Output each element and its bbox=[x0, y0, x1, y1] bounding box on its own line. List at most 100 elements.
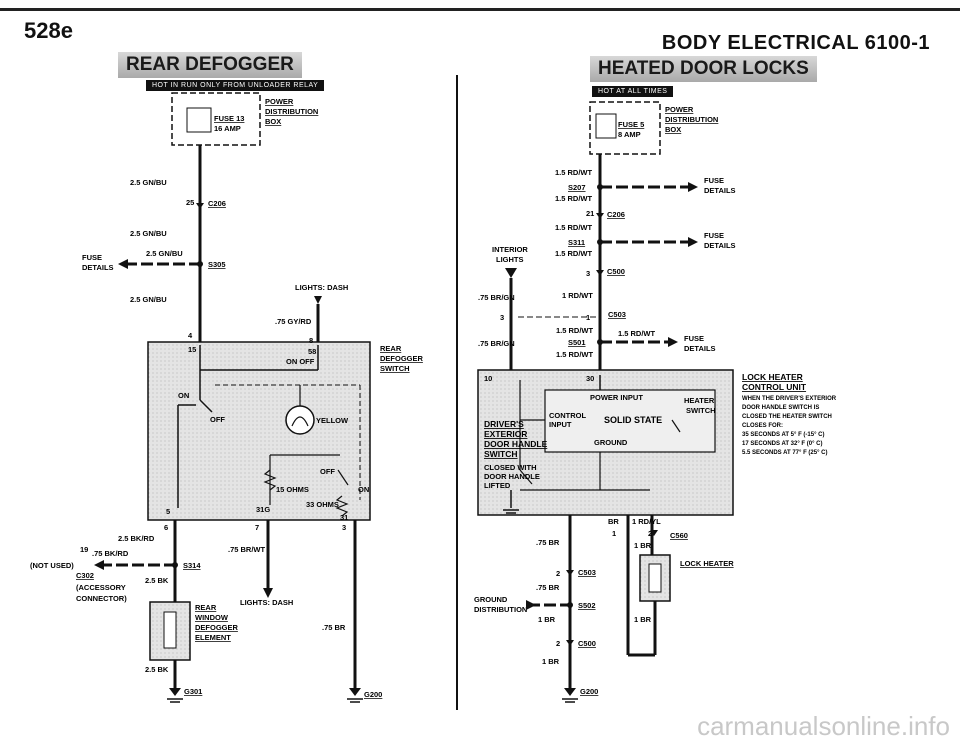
rd-resistor-15 bbox=[263, 469, 277, 491]
rd-c302: C302 bbox=[76, 571, 94, 580]
hdl-ground-dist-arrow bbox=[526, 600, 536, 610]
rd-off2: OFF bbox=[320, 467, 335, 476]
hdl-s502-splice bbox=[567, 602, 573, 608]
hdl-s207: S207 bbox=[568, 183, 586, 192]
hdl-c206: C206 bbox=[607, 210, 625, 219]
rd-pin-19: 19 bbox=[80, 545, 88, 554]
hdl-fuse-name: FUSE 5 bbox=[618, 120, 644, 129]
rd-w-bkrd: 2.5 BK/RD bbox=[118, 534, 155, 543]
hdl-interior-1: INTERIOR bbox=[492, 245, 528, 254]
hdl-s311: S311 bbox=[568, 238, 585, 247]
hdl-fuse-details-5: FUSE bbox=[684, 334, 704, 343]
rd-elem-1: REAR bbox=[195, 603, 217, 612]
rd-lights-dash2: LIGHTS: DASH bbox=[240, 598, 293, 607]
rd-s314-splice bbox=[172, 562, 178, 568]
hdl-w3: 1.5 RD/WT bbox=[555, 223, 593, 232]
rd-w-bk2: 2.5 BK bbox=[145, 665, 169, 674]
hdl-c500: C500 bbox=[607, 267, 625, 276]
hdl-c560: C560 bbox=[670, 531, 688, 540]
hdl-driver-6: DOOR HANDLE bbox=[484, 472, 540, 481]
hdl-c503b-arrow bbox=[566, 570, 574, 576]
rd-pin-31: 31 bbox=[340, 513, 348, 522]
hdl-lhcu-note-2: DOOR HANDLE SWITCH IS bbox=[742, 405, 819, 411]
rd-w3: 2.5 GN/BU bbox=[146, 249, 183, 258]
hdl-fuse-details-6: DETAILS bbox=[684, 344, 716, 353]
hdl-heater-switch-blade bbox=[671, 419, 681, 433]
hdl-solid-state-box bbox=[544, 389, 716, 453]
rd-s305: S305 bbox=[208, 260, 226, 269]
hdl-lhcu-note-5: 35 SECONDS AT 5° F (-15° C) bbox=[742, 432, 824, 438]
hdl-pdb-line1: POWER bbox=[665, 105, 694, 114]
hdl-fuse-amp: 8 AMP bbox=[618, 130, 641, 139]
hdl-g200-arrow bbox=[564, 688, 576, 696]
rd-pin-6: 6 bbox=[164, 523, 168, 532]
hdl-w8: 1.5 RD/WT bbox=[556, 350, 594, 359]
hdl-w-1br: 1 BR bbox=[634, 541, 652, 550]
hdl-control-2: INPUT bbox=[549, 420, 572, 429]
rd-pin-7: 7 bbox=[255, 523, 259, 532]
rd-accessory-2: CONNECTOR) bbox=[76, 594, 127, 603]
rd-ohms-15: 15 OHMS bbox=[276, 485, 309, 494]
hdl-c560-arrow bbox=[650, 530, 658, 536]
rd-w-bk: 2.5 BK bbox=[145, 576, 169, 585]
rd-fuse-details-2: DETAILS bbox=[82, 263, 114, 272]
rd-ohms-33: 33 OHMS bbox=[306, 500, 339, 509]
hdl-lhcu-note-3: CLOSED THE HEATER SWITCH bbox=[742, 414, 832, 420]
hdl-pdb-line3: BOX bbox=[665, 125, 681, 134]
hdl-driver-1: DRIVER'S bbox=[484, 419, 524, 429]
hdl-pin-3: 3 bbox=[586, 269, 590, 278]
rd-fuse-detail-arrow bbox=[118, 259, 128, 269]
hdl-w6: 1.5 RD/WT bbox=[556, 326, 594, 335]
rd-pin-31g: 31G bbox=[256, 505, 270, 514]
hdl-door-switch-blade bbox=[519, 469, 533, 485]
rear-defogger-title: REAR DEFOGGER bbox=[118, 52, 302, 78]
hdl-fuse-detail-arrow-3 bbox=[668, 337, 678, 347]
heated-door-locks-title: HEATED DOOR LOCKS bbox=[590, 56, 817, 82]
hdl-lhcu-note-7: 5.5 SECONDS AT 77° F (25° C) bbox=[742, 450, 828, 456]
hdl-s502: S502 bbox=[578, 601, 596, 610]
rd-w-gyrd: .75 GY/RD bbox=[275, 317, 312, 326]
rd-lights-dash-arrow bbox=[314, 296, 322, 304]
hdl-g200: G200 bbox=[580, 687, 598, 696]
hdl-heater-1: HEATER bbox=[684, 396, 715, 405]
rd-g200: G200 bbox=[364, 690, 382, 699]
rd-resistor-33 bbox=[335, 495, 349, 517]
rd-fuse-symbol bbox=[186, 107, 212, 133]
rd-elem-2: WINDOW bbox=[195, 613, 229, 622]
hdl-interior-2: LIGHTS bbox=[496, 255, 524, 264]
rd-not-used: (NOT USED) bbox=[30, 561, 74, 570]
rd-connector-arrow bbox=[196, 203, 204, 209]
rd-brwt-arrow bbox=[263, 588, 273, 598]
hdl-driver-7: LIFTED bbox=[484, 481, 511, 490]
hdl-c500b: C500 bbox=[578, 639, 596, 648]
hdl-pin-30: 30 bbox=[586, 374, 594, 383]
rd-g200-arrow bbox=[349, 688, 361, 696]
rd-lights-dash: LIGHTS: DASH bbox=[295, 283, 348, 292]
rd-w-bkrd2: .75 BK/RD bbox=[92, 549, 129, 558]
rd-pin-3: 3 bbox=[342, 523, 346, 532]
rd-pin-4: 4 bbox=[188, 331, 193, 340]
rd-w1: 2.5 GN/BU bbox=[130, 178, 167, 187]
rd-s314: S314 bbox=[183, 561, 201, 570]
rd-off: OFF bbox=[210, 415, 225, 424]
hdl-c500b-arrow bbox=[566, 640, 574, 646]
hdl-s501: S501 bbox=[568, 338, 586, 347]
rd-pdb-line1: POWER bbox=[265, 97, 294, 106]
hdl-pin-10: 10 bbox=[484, 374, 492, 383]
hdl-fuse-details-4: DETAILS bbox=[704, 241, 736, 250]
hdl-heater-2: SWITCH bbox=[686, 406, 716, 415]
hdl-pin-21: 21 bbox=[586, 209, 594, 218]
rd-hot-label: HOT IN RUN ONLY FROM UNLOADER RELAY bbox=[146, 80, 325, 91]
hdl-pin-1: 1 bbox=[586, 313, 590, 322]
rd-pin-5: 5 bbox=[166, 507, 170, 516]
hdl-ground: GROUND bbox=[594, 438, 628, 447]
rd-indicator-lamp bbox=[285, 405, 315, 435]
hdl-lhcu-1: LOCK HEATER bbox=[742, 372, 803, 382]
hdl-w-br75: .75 BR bbox=[536, 538, 560, 547]
hdl-w-1br3: 1 BR bbox=[634, 615, 652, 624]
rd-pdb-box bbox=[171, 92, 261, 146]
hdl-w-1br2: 1 BR bbox=[538, 615, 556, 624]
heated-door-locks-diagram: FUSE 5 8 AMP POWER DISTRIBUTION BOX 1.5 … bbox=[474, 101, 837, 703]
hdl-pin-3b: 3 bbox=[500, 313, 504, 322]
rd-w2: 2.5 GN/BU bbox=[130, 229, 167, 238]
